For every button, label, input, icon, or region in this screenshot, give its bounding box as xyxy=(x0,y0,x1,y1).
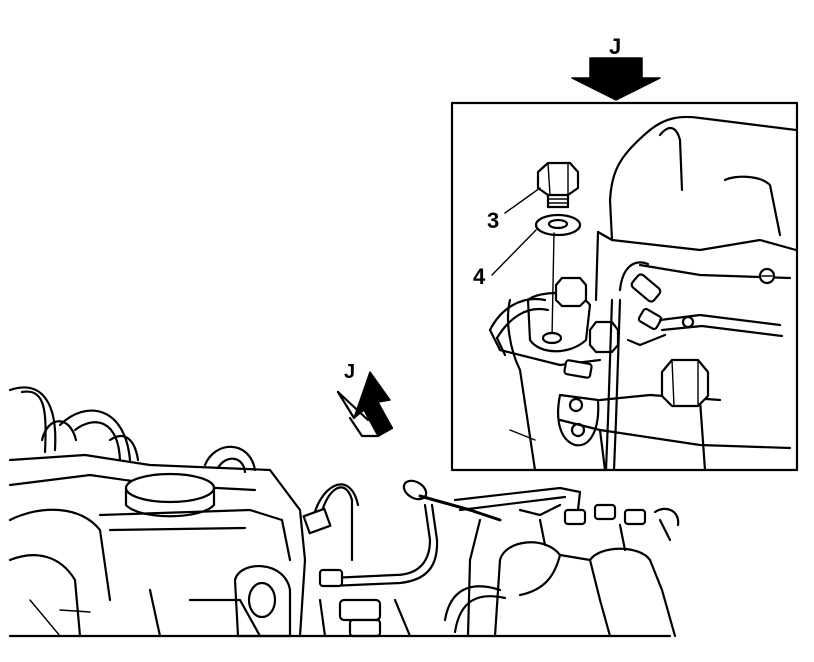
washer-part-4 xyxy=(534,213,582,237)
part-label-4: 4 xyxy=(473,264,486,289)
part-label-3: 3 xyxy=(487,208,499,233)
alignment-line xyxy=(551,232,555,339)
view-arrow-main xyxy=(336,371,394,438)
valve-cover xyxy=(594,115,798,302)
detail-inset: 3 4 xyxy=(450,101,799,472)
bolt-part-3 xyxy=(536,161,580,209)
view-arrow-top xyxy=(571,57,661,101)
inset-frame xyxy=(450,101,799,472)
leader-line-3 xyxy=(504,187,541,214)
fittings xyxy=(318,568,412,638)
leader-line-4 xyxy=(491,229,537,276)
engine-main-view: J xyxy=(8,361,680,638)
fuel-lines xyxy=(302,479,582,638)
view-label-top: J xyxy=(609,34,621,59)
injection-pump xyxy=(493,503,680,638)
lifting-bracket xyxy=(233,565,292,638)
view-label-main: J xyxy=(344,361,355,383)
bolt-hole xyxy=(526,291,592,353)
intake-manifold-tubes xyxy=(8,386,257,474)
inset-fuel-line xyxy=(488,261,784,472)
oil-filler-cap xyxy=(124,472,216,518)
